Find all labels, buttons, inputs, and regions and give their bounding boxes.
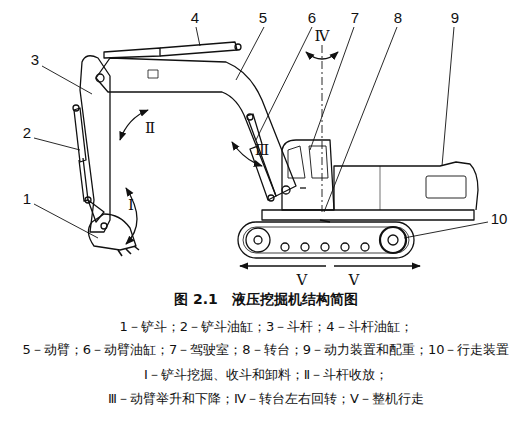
figure-caption: 图 2.1 液压挖掘机结构简图 (174, 292, 358, 307)
callout-number: 8 (394, 10, 402, 27)
motion-numeral: Ⅴ (297, 272, 308, 289)
callout-number: 9 (451, 10, 459, 27)
legend-line: Ⅲ－动臂举升和下降；Ⅳ－转台左右回转；Ⅴ－整机行走 (108, 392, 424, 406)
legend-line: 5－动臂；6－动臂油缸；7－驾驶室；8－转台；9－动力装置和配重；10－行走装置 (23, 343, 510, 357)
motion-numeral: Ⅱ (145, 120, 155, 137)
track-frame (238, 222, 414, 258)
bucket (88, 214, 136, 250)
motion-numeral: Ⅲ (255, 142, 269, 159)
legend-line: 1－铲斗；2－铲斗油缸；3－斗杆；4－斗杆油缸； (119, 320, 412, 334)
track-roller (281, 243, 289, 251)
motion-numeral: Ⅳ (315, 28, 330, 45)
track-roller (361, 243, 369, 251)
callout-number: 4 (191, 10, 199, 27)
callout-number: 6 (308, 10, 316, 27)
callout-number: 2 (23, 125, 31, 142)
cab (282, 140, 334, 210)
track-roller (321, 243, 329, 251)
track-roller (341, 243, 349, 251)
legend-line: Ⅰ－铲斗挖掘、收斗和卸料；Ⅱ－斗杆收放； (144, 368, 388, 382)
callout-number: 5 (259, 10, 267, 27)
motion-numeral: Ⅰ (128, 197, 134, 214)
callout-number: 7 (351, 10, 359, 27)
power-unit (334, 162, 478, 210)
boom (96, 58, 296, 196)
callout-number: 3 (31, 52, 39, 69)
callout-number: 1 (23, 191, 31, 208)
motion-numeral: Ⅴ (349, 272, 360, 289)
callout-number: 10 (491, 211, 508, 228)
turntable (262, 210, 474, 220)
track-roller (301, 243, 309, 251)
